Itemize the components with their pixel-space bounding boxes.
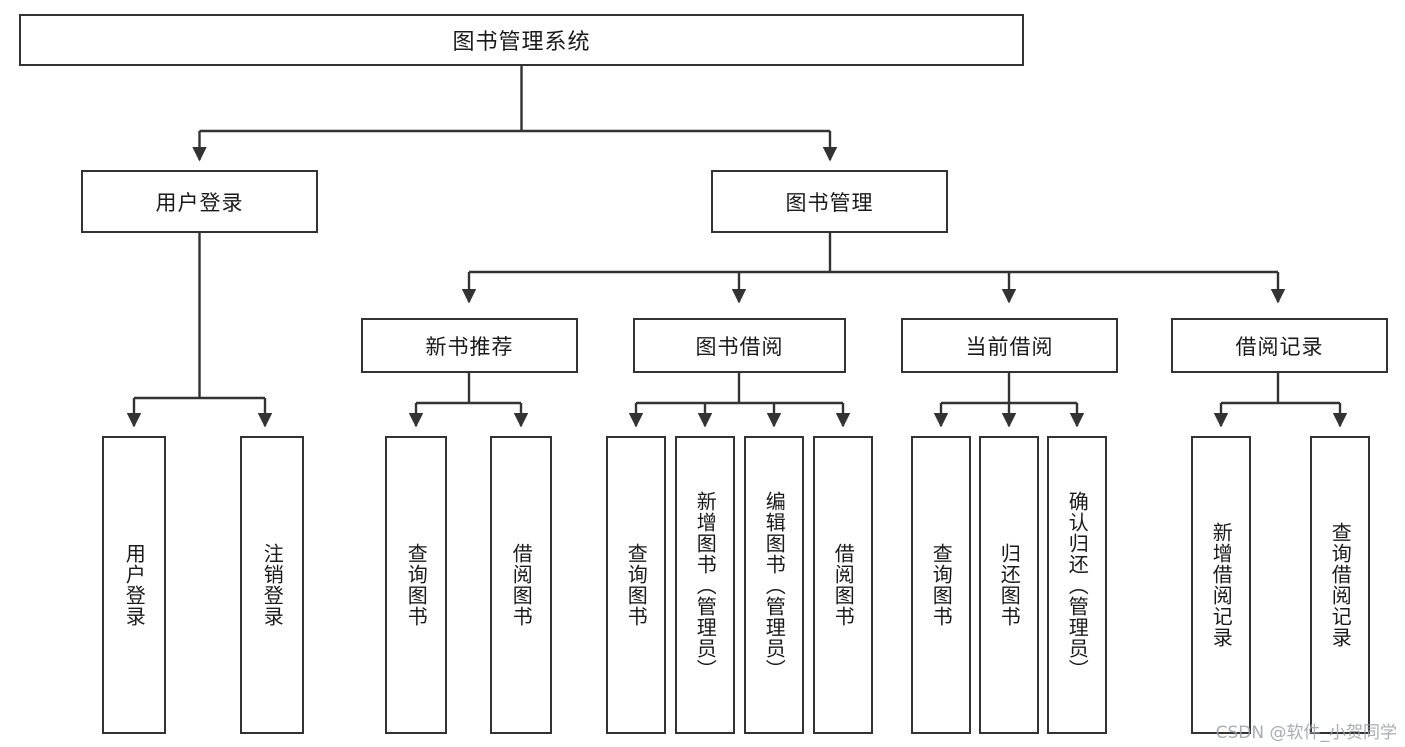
node-label: 当前借阅 [965, 334, 1054, 359]
node-label: 图书管理系统 [452, 30, 591, 55]
node-label: 新增图书（管理员） [693, 490, 718, 680]
node-label: 归还图书 [997, 543, 1022, 627]
node-book-management[interactable]: 图书管理 [711, 170, 948, 233]
node-leaf-add-book[interactable]: 新增图书（管理员） [675, 436, 735, 734]
node-leaf-edit-book[interactable]: 编辑图书（管理员） [744, 436, 804, 734]
node-label: 查询图书 [929, 543, 954, 627]
node-label: 借阅记录 [1235, 334, 1324, 359]
node-new-book-recommend[interactable]: 新书推荐 [361, 318, 578, 373]
node-leaf-logout-login[interactable]: 注销登录 [240, 436, 304, 734]
node-current-borrow[interactable]: 当前借阅 [901, 318, 1118, 373]
node-leaf-query-book-recommend[interactable]: 查询图书 [385, 436, 447, 734]
node-borrow-record[interactable]: 借阅记录 [1171, 318, 1388, 373]
node-leaf-confirm-return[interactable]: 确认归还（管理员） [1047, 436, 1107, 734]
node-leaf-borrow-book-borrow[interactable]: 借阅图书 [813, 436, 873, 734]
node-label: 新书推荐 [425, 334, 514, 359]
node-book-management-system[interactable]: 图书管理系统 [19, 14, 1024, 66]
node-leaf-query-book-borrow[interactable]: 查询图书 [606, 436, 666, 734]
node-label: 查询借阅记录 [1328, 522, 1353, 648]
node-label: 查询图书 [624, 543, 649, 627]
node-label: 图书借阅 [695, 334, 784, 359]
node-label: 编辑图书（管理员） [762, 490, 787, 680]
node-leaf-query-borrow-record[interactable]: 查询借阅记录 [1310, 436, 1370, 734]
node-label: 用户登录 [155, 190, 244, 215]
node-leaf-borrow-book-recommend[interactable]: 借阅图书 [490, 436, 552, 734]
node-label: 查询图书 [404, 543, 429, 627]
node-book-borrow[interactable]: 图书借阅 [633, 318, 846, 373]
node-label: 注销登录 [260, 543, 285, 627]
node-label: 借阅图书 [509, 543, 534, 627]
node-leaf-add-borrow-record[interactable]: 新增借阅记录 [1191, 436, 1251, 734]
node-user-login[interactable]: 用户登录 [81, 170, 318, 233]
node-label: 图书管理 [785, 190, 874, 215]
node-label: 用户登录 [122, 543, 147, 627]
node-label: 新增借阅记录 [1209, 522, 1234, 648]
node-leaf-query-book-current[interactable]: 查询图书 [911, 436, 971, 734]
node-label: 借阅图书 [831, 543, 856, 627]
node-leaf-user-login[interactable]: 用户登录 [102, 436, 166, 734]
node-leaf-return-book[interactable]: 归还图书 [979, 436, 1039, 734]
watermark-text: CSDN @软件_小贺同学 [1215, 723, 1397, 743]
node-label: 确认归还（管理员） [1065, 490, 1090, 680]
